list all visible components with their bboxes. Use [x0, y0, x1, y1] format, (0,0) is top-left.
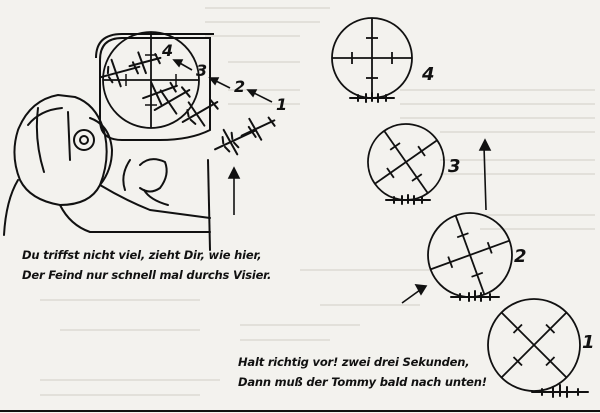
left-caption: Du triffst nicht viel, zieht Dir, wie hi… [22, 245, 271, 285]
right-number-3: 3 [448, 156, 461, 177]
right-caption-line-1: Halt richtig vor! zwei drei Sekunden, [238, 355, 470, 369]
sight-2 [427, 212, 513, 298]
left-number-3: 3 [196, 61, 207, 80]
left-sight [102, 31, 200, 129]
background-print [40, 7, 595, 396]
left-caption-line-2: Der Feind nur schnell mal durchs Visier. [22, 268, 272, 282]
left-arrows [172, 59, 273, 215]
right-planes [349, 92, 589, 398]
right-number-4: 4 [421, 64, 435, 85]
left-number-4: 4 [161, 41, 173, 60]
right-number-1: 1 [582, 332, 595, 353]
right-number-2: 2 [514, 246, 527, 267]
right-arrows [401, 138, 492, 304]
pilot-figure [3, 94, 211, 251]
left-number-2: 2 [234, 77, 245, 96]
left-planes [99, 51, 276, 156]
right-sights [331, 17, 581, 392]
left-number-1: 1 [276, 95, 287, 114]
sight-4 [331, 17, 413, 99]
sight-1 [487, 298, 581, 392]
right-caption: Halt richtig vor! zwei drei Sekunden, Da… [238, 352, 487, 392]
sight-3 [367, 123, 445, 201]
right-caption-line-2: Dann muß der Tommy bald nach unten! [238, 375, 487, 389]
left-caption-line-1: Du triffst nicht viel, zieht Dir, wie hi… [22, 248, 262, 262]
